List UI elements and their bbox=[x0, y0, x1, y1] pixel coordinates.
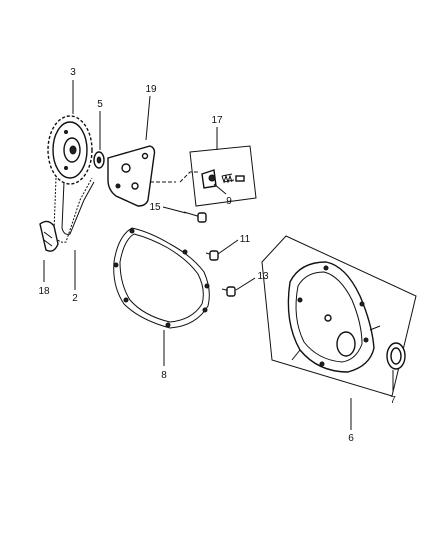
bolt-11 bbox=[205, 250, 219, 261]
crankshaft-seal bbox=[386, 342, 406, 370]
washer bbox=[93, 151, 105, 169]
timing-chain bbox=[53, 177, 95, 243]
callout-5: 5 bbox=[97, 99, 103, 110]
leader-lines bbox=[43, 80, 394, 430]
relief-valve-kit-box bbox=[189, 145, 257, 207]
callout-7: 7 bbox=[390, 395, 396, 406]
timing-cover-box bbox=[261, 235, 417, 397]
callout-labels: 3 5 19 17 9 15 11 13 18 2 8 6 7 bbox=[38, 67, 396, 444]
callout-9: 9 bbox=[226, 196, 232, 207]
callout-13: 13 bbox=[257, 271, 269, 282]
callout-6: 6 bbox=[348, 433, 354, 444]
callout-15: 15 bbox=[149, 202, 161, 213]
bolt-13 bbox=[221, 286, 236, 297]
timing-cover bbox=[287, 261, 381, 373]
oil-pump-plate bbox=[107, 145, 156, 207]
callout-18: 18 bbox=[38, 286, 50, 297]
callout-2: 2 bbox=[72, 293, 78, 304]
callout-11: 11 bbox=[240, 234, 251, 245]
callout-8: 8 bbox=[161, 370, 167, 381]
callout-17: 17 bbox=[211, 115, 223, 126]
callout-19: 19 bbox=[145, 84, 157, 95]
callout-3: 3 bbox=[70, 67, 76, 78]
chain-tensioner bbox=[39, 220, 59, 252]
timing-sprocket bbox=[47, 115, 93, 185]
cover-gasket bbox=[113, 227, 210, 329]
bolt-15 bbox=[183, 211, 207, 223]
